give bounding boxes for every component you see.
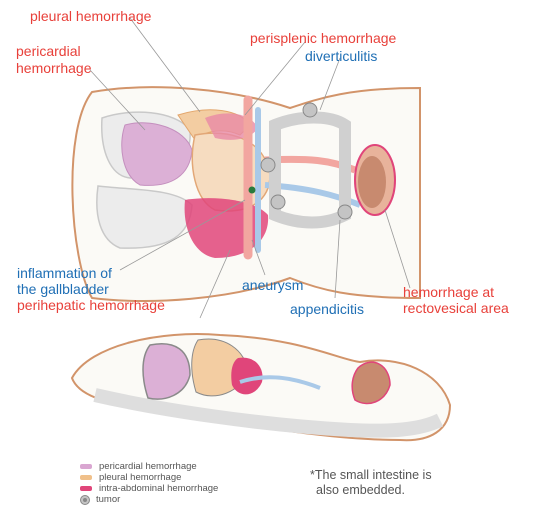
legend: pericardial hemorrhage pleural hemorrhag… [80,461,218,505]
legend-label-intra-abdominal: intra-abdominal hemorrhage [99,483,218,494]
tumor-marker [261,158,275,172]
note-line1: *The small intestine is [310,468,432,483]
label-pleural-hemorrhage: pleural hemorrhage [30,8,151,24]
rectovesical-hemorrhage [358,156,386,208]
legend-swatch-pericardial [80,464,92,469]
label-appendicitis: appendicitis [290,301,364,317]
legend-item-pericardial: pericardial hemorrhage [80,461,218,472]
legend-label-pericardial: pericardial hemorrhage [99,461,197,472]
note-line2: also embedded. [310,483,432,498]
gallbladder-marker [249,187,256,194]
legend-item-intra-abdominal: intra-abdominal hemorrhage [80,483,218,494]
tumor-marker [303,103,317,117]
small-intestine-note: *The small intestine is also embedded. [310,468,432,498]
legend-swatch-pleural [80,475,92,480]
label-perihepatic-hemorrhage: perihepatic hemorrhage [17,297,165,313]
label-rectovesical-line1: hemorrhage at [403,284,494,300]
label-inflammation-line1: inflammation of [17,265,112,281]
legend-swatch-intra-abdominal [80,486,92,491]
legend-label-tumor: tumor [96,494,120,505]
legend-item-tumor: tumor [80,494,218,505]
label-rectovesical-line2: rectovesical area [403,300,509,316]
label-aneurysm: aneurysm [242,277,303,293]
label-diverticulitis: diverticulitis [305,48,377,64]
legend-label-pleural: pleural hemorrhage [99,472,181,483]
label-pericardial-hemorrhage-line1: pericardial [16,43,81,59]
label-perisplenic-hemorrhage: perisplenic hemorrhage [250,30,396,46]
label-pericardial-hemorrhage-line2: hemorrhage [16,60,92,76]
legend-item-pleural: pleural hemorrhage [80,472,218,483]
tumor-marker [271,195,285,209]
tumor-icon [80,495,90,505]
label-inflammation-line2: the gallbladder [17,281,109,297]
tumor-marker [338,205,352,219]
